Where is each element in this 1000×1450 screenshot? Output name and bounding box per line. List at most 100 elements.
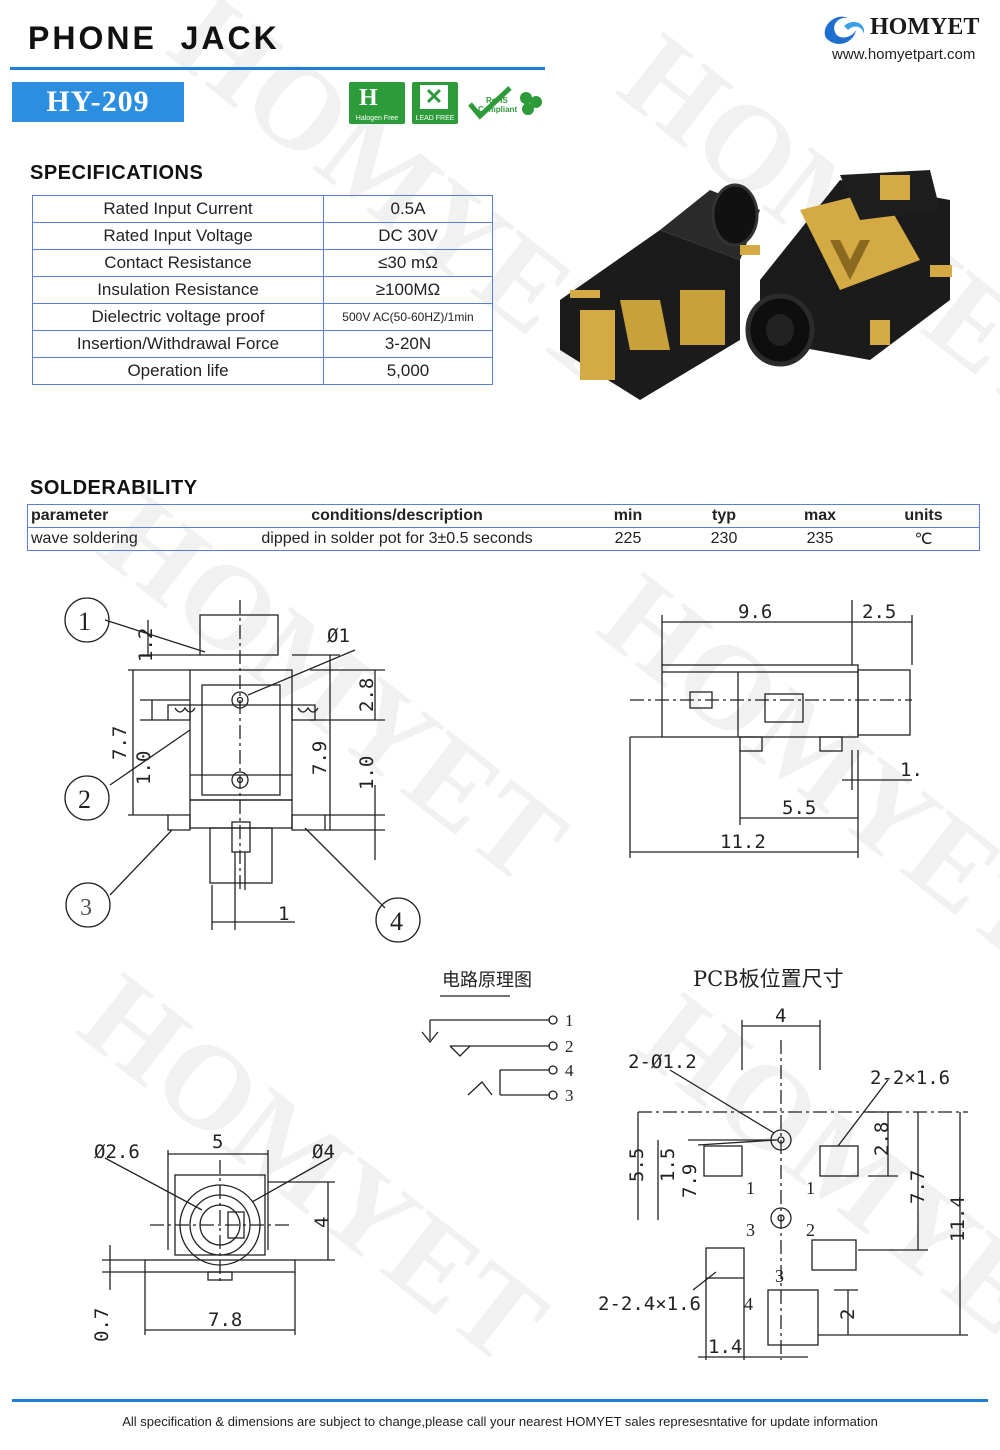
lead-free-badge: ✕ LEAD FREE [412,82,458,124]
pad-label: 3 [775,1266,784,1286]
rohs-badge: RoHS Compliant [466,82,546,124]
dim-label: 1.5 [657,1148,679,1182]
col-header: units [868,504,980,528]
dim-label: 7.8 [208,1309,242,1331]
title-underline [10,67,545,70]
col-header: max [772,504,868,528]
dim-label: 2.8 [871,1122,893,1156]
table-row: Insulation Resistance≥100MΩ [32,276,493,304]
dim-label: 2-2×1.6 [870,1067,950,1089]
table-row: wave soldering dipped in solder pot for … [28,528,980,551]
halogen-free-badge: H Halogen Free [349,82,405,124]
callout-2: 2 [78,785,91,814]
dim-label: 1 [278,903,289,925]
dim-label: 1.0 [356,756,378,790]
dim-label: 11.2 [720,831,766,853]
product-photo [560,170,952,400]
footer-disclaimer: All specification & dimensions are subje… [122,1414,878,1429]
rohs-label: RoHS [486,96,508,105]
dim-label: 4 [311,1217,333,1228]
dim-label: 9.6 [738,601,772,623]
page-title: PHONE JACK [28,20,280,56]
callout-3: 3 [80,895,92,921]
table-header-row: parameter conditions/description min typ… [27,504,980,528]
spec-name: Insulation Resistance [32,276,324,304]
callout-1: 1 [78,607,91,636]
spec-value: 5,000 [323,357,493,385]
spec-value: 500V AC(50-60HZ)/1min [323,303,493,331]
website: www.homyetpart.com [832,46,976,63]
dim-label: 1.2 [135,628,157,662]
col-header: typ [676,504,772,528]
dim-label: 7.7 [907,1170,929,1204]
halogen-free-label: Halogen Free [355,115,399,122]
col-header: parameter [27,504,214,528]
dim-label: 1.5 [900,759,920,781]
model-number: HY-209 [12,82,184,122]
dim-label: 1.0 [133,751,155,785]
table-cell: 235 [806,530,834,547]
pin-label: 4 [565,1061,574,1080]
dim-label: 5 [212,1131,223,1153]
spec-name: Rated Input Voltage [32,222,324,250]
jack-illustration-right [745,170,952,367]
callout-4: 4 [390,907,403,936]
lead-free-label: LEAD FREE [415,115,455,122]
front-view-drawing: Ø2.6 5 Ø4 4 0.7 7.8 [91,1131,335,1342]
pin-label: 1 [565,1011,574,1030]
dim-label: 2.5 [862,601,896,623]
solderability-table: parameter conditions/description min typ… [27,504,980,551]
dim-label: 4 [775,1005,786,1027]
spec-name: Operation life [32,357,324,385]
spec-name: Contact Resistance [32,249,324,277]
pad-label: 2 [806,1220,815,1240]
spec-name: Dielectric voltage proof [32,303,324,331]
dim-label: 2-Ø1.2 [628,1051,697,1073]
pin-label: 2 [565,1037,574,1056]
dim-label: 5.5 [626,1148,648,1182]
pad-label: 4 [744,1294,753,1314]
dim-label: Ø2.6 [94,1141,140,1163]
brand-name: HOMYET [870,14,980,40]
dim-label: 2-2.4×1.6 [598,1293,701,1315]
jack-illustration-left [560,183,760,400]
dim-label: 7.9 [309,741,331,775]
dim-label: 2 [837,1309,859,1320]
table-cell: dipped in solder pot for 3±0.5 seconds [261,530,533,547]
dim-label: 5.5 [782,797,816,819]
dim-label: Ø1 [327,625,350,647]
table-cell: wave soldering [31,530,138,547]
dim-label: 2.8 [356,678,378,712]
footer-divider [12,1399,988,1402]
table-row: Contact Resistance≤30 mΩ [32,249,493,277]
rohs-check-icon [468,86,542,120]
dim-label: 7.9 [679,1164,701,1198]
col-header: min [580,504,676,528]
lead-free-icon: ✕ [420,85,448,109]
circuit-schematic: 电路原理图 1 2 4 3 [421,970,574,1105]
pad-label: 3 [746,1220,755,1240]
brand-logo-icon [824,16,865,44]
spec-value: ≤30 mΩ [323,249,493,277]
spec-value: 0.5A [323,195,493,223]
spec-value: DC 30V [323,222,493,250]
spec-value: 3-20N [323,330,493,358]
specifications-title: SPECIFICATIONS [30,162,204,184]
rohs-compliant-label: Compliant [478,105,518,114]
dim-label: 11.4 [947,1196,969,1242]
side-view-drawing: 9.6 2.5 1.5 5.5 11.2 [629,600,920,858]
table-cell: 225 [614,530,642,547]
schematic-title: 电路原理图 [442,970,532,991]
spec-name: Rated Input Current [32,195,324,223]
pcb-title: PCB板位置尺寸 [693,967,844,991]
spec-value: ≥100MΩ [323,276,493,304]
solderability-title: SOLDERABILITY [30,477,198,499]
dim-label: 1.4 [708,1336,742,1358]
pcb-layout-drawing: PCB板位置尺寸 4 2-Ø1.2 2-2×1.6 2.8 5.5 1.5 7.… [598,967,969,1360]
